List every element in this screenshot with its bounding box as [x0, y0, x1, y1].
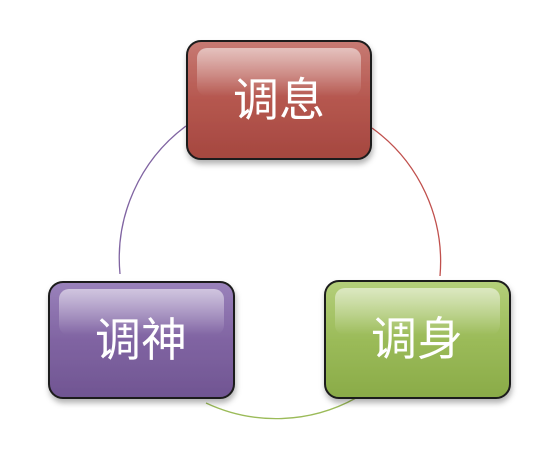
node-breath: 调息: [186, 40, 372, 160]
node-mind: 调神: [48, 281, 235, 399]
node-body-gloss: [335, 288, 500, 335]
node-body: 调身: [324, 280, 511, 399]
arc-breath-to-body: [371, 127, 442, 277]
arc-mind-to-breath: [118, 125, 187, 275]
node-breath-label: 调息: [233, 73, 325, 127]
node-mind-label: 调神: [95, 313, 187, 367]
node-body-label: 调身: [371, 312, 463, 366]
node-breath-gloss: [197, 48, 361, 96]
node-mind-gloss: [59, 289, 224, 335]
arc-body-to-mind: [205, 397, 357, 420]
